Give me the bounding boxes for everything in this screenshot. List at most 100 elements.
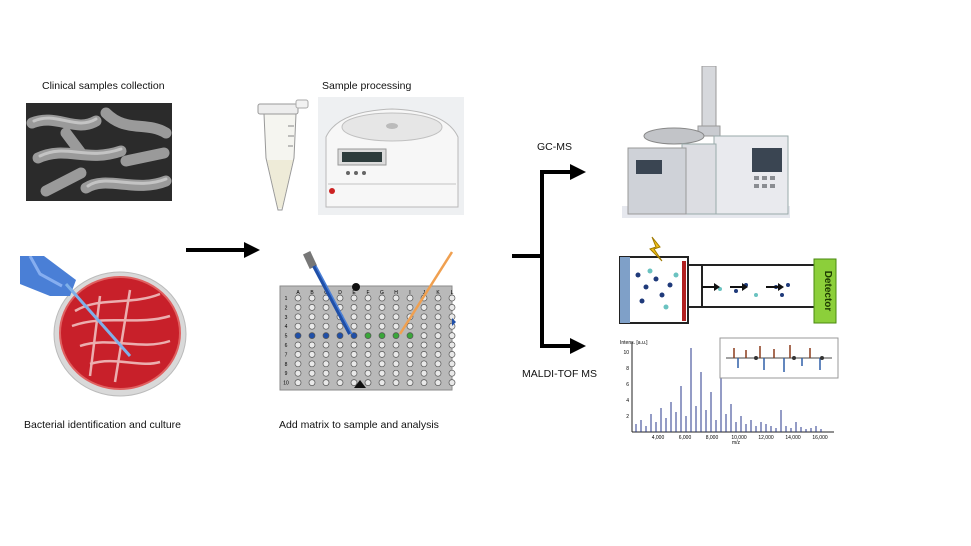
spectrum-x-tick-label: 16,000 — [812, 435, 828, 441]
label-bacterial-identification: Bacterial identification and culture — [24, 419, 182, 431]
bacteria-sem-image — [26, 103, 172, 201]
spectrum-x-tick-label: 6,000 — [679, 435, 692, 441]
spectrum-x-tick-label: 12,000 — [758, 435, 774, 441]
spectrum-x-tick-label: 4,000 — [652, 435, 665, 441]
plate-well — [378, 379, 386, 386]
plate-well — [420, 369, 428, 377]
plate-well — [322, 369, 330, 377]
plate-well — [392, 294, 400, 302]
plate-well — [364, 351, 372, 358]
plate-well — [434, 313, 442, 321]
label-maldi-tof-ms: MALDI-TOF MS — [522, 368, 598, 380]
plate-well — [350, 313, 358, 321]
plate-well — [322, 351, 330, 358]
label-sample-processing: Sample processing — [322, 80, 412, 92]
plate-column-label: F — [366, 290, 369, 296]
plate-well — [448, 341, 456, 349]
plate-well — [378, 369, 386, 377]
plate-row-label: 10 — [283, 381, 289, 387]
plate-well — [448, 294, 456, 302]
plate-well — [448, 304, 456, 311]
plate-well — [364, 379, 372, 386]
x-unit: m/z — [732, 440, 741, 446]
gc-ms-instrument-image — [622, 66, 790, 218]
plate-well — [392, 304, 400, 311]
plate-well — [336, 322, 344, 330]
plate-column-label: E — [352, 290, 356, 296]
plate-well — [406, 351, 414, 358]
plate-well — [308, 322, 316, 330]
plate-well — [336, 294, 344, 302]
plate-well — [364, 294, 372, 302]
plate-well — [392, 351, 400, 358]
plate-well — [294, 351, 302, 358]
plate-well — [308, 351, 316, 358]
plate-row-label: 9 — [285, 371, 288, 377]
plate-row-label: 2 — [285, 305, 288, 311]
plate-row-label: 8 — [285, 362, 288, 368]
plate-well — [364, 322, 372, 330]
plate-row-label: 3 — [285, 315, 288, 321]
plate-column-label: H — [394, 290, 398, 296]
plate-well — [392, 341, 400, 349]
plate-well — [392, 322, 400, 330]
plate-well — [308, 304, 316, 311]
spectrum-y-tick-label: 2 — [626, 414, 629, 420]
detector-label: Detector — [822, 271, 833, 312]
plate-well — [434, 351, 442, 358]
plate-well — [336, 379, 344, 386]
label-clinical-samples: Clinical samples collection — [42, 80, 165, 92]
plate-well — [434, 341, 442, 349]
plate-well — [392, 369, 400, 377]
spectrum-y-tick-label: 4 — [626, 398, 629, 404]
plate-well — [364, 360, 372, 368]
plate-well — [434, 369, 442, 377]
plate-well — [406, 360, 414, 368]
plate-well — [322, 322, 330, 330]
plate-well — [378, 304, 386, 311]
plate-column-label: L — [451, 290, 454, 296]
plate-well — [406, 304, 414, 311]
plate-well — [294, 360, 302, 368]
plate-well — [350, 304, 358, 311]
plate-column-label: A — [296, 290, 300, 296]
plate-well — [378, 294, 386, 302]
plate-well — [308, 294, 316, 302]
plate-well — [336, 360, 344, 368]
plate-well — [350, 379, 358, 386]
plate-well — [336, 341, 344, 349]
plate-well — [336, 369, 344, 377]
plate-column-label: J — [423, 290, 426, 296]
spectrum-x-tick-label: 14,000 — [785, 435, 801, 441]
plate-well — [350, 294, 358, 302]
plate-well — [364, 332, 372, 339]
plate-well — [308, 313, 316, 321]
branch-arrows — [512, 160, 588, 360]
plate-well — [322, 341, 330, 349]
plate-row-label: 4 — [285, 324, 288, 330]
plate-well — [294, 313, 302, 321]
plate-column-label: K — [436, 290, 440, 296]
plate-well — [378, 322, 386, 330]
plate-well — [420, 332, 428, 339]
plate-well — [350, 351, 358, 358]
tof-analyzer-schematic: Detector — [616, 235, 838, 327]
plate-well — [406, 332, 414, 339]
plate-well — [364, 313, 372, 321]
plate-well — [406, 294, 414, 302]
plate-well — [420, 313, 428, 321]
plate-well — [434, 294, 442, 302]
plate-well — [392, 379, 400, 386]
plate-well — [420, 341, 428, 349]
plate-well — [378, 313, 386, 321]
spectrum-x-tick-label: 8,000 — [706, 435, 719, 441]
label-gc-ms: GC-MS — [537, 141, 572, 153]
spectrum-y-tick-label: 8 — [626, 366, 629, 372]
spectrum-y-tick-label: 6 — [626, 382, 629, 388]
plate-column-label: D — [338, 290, 342, 296]
plate-well — [420, 322, 428, 330]
plate-column-label: B — [310, 290, 314, 296]
plate-well — [378, 351, 386, 358]
plate-well — [294, 379, 302, 386]
